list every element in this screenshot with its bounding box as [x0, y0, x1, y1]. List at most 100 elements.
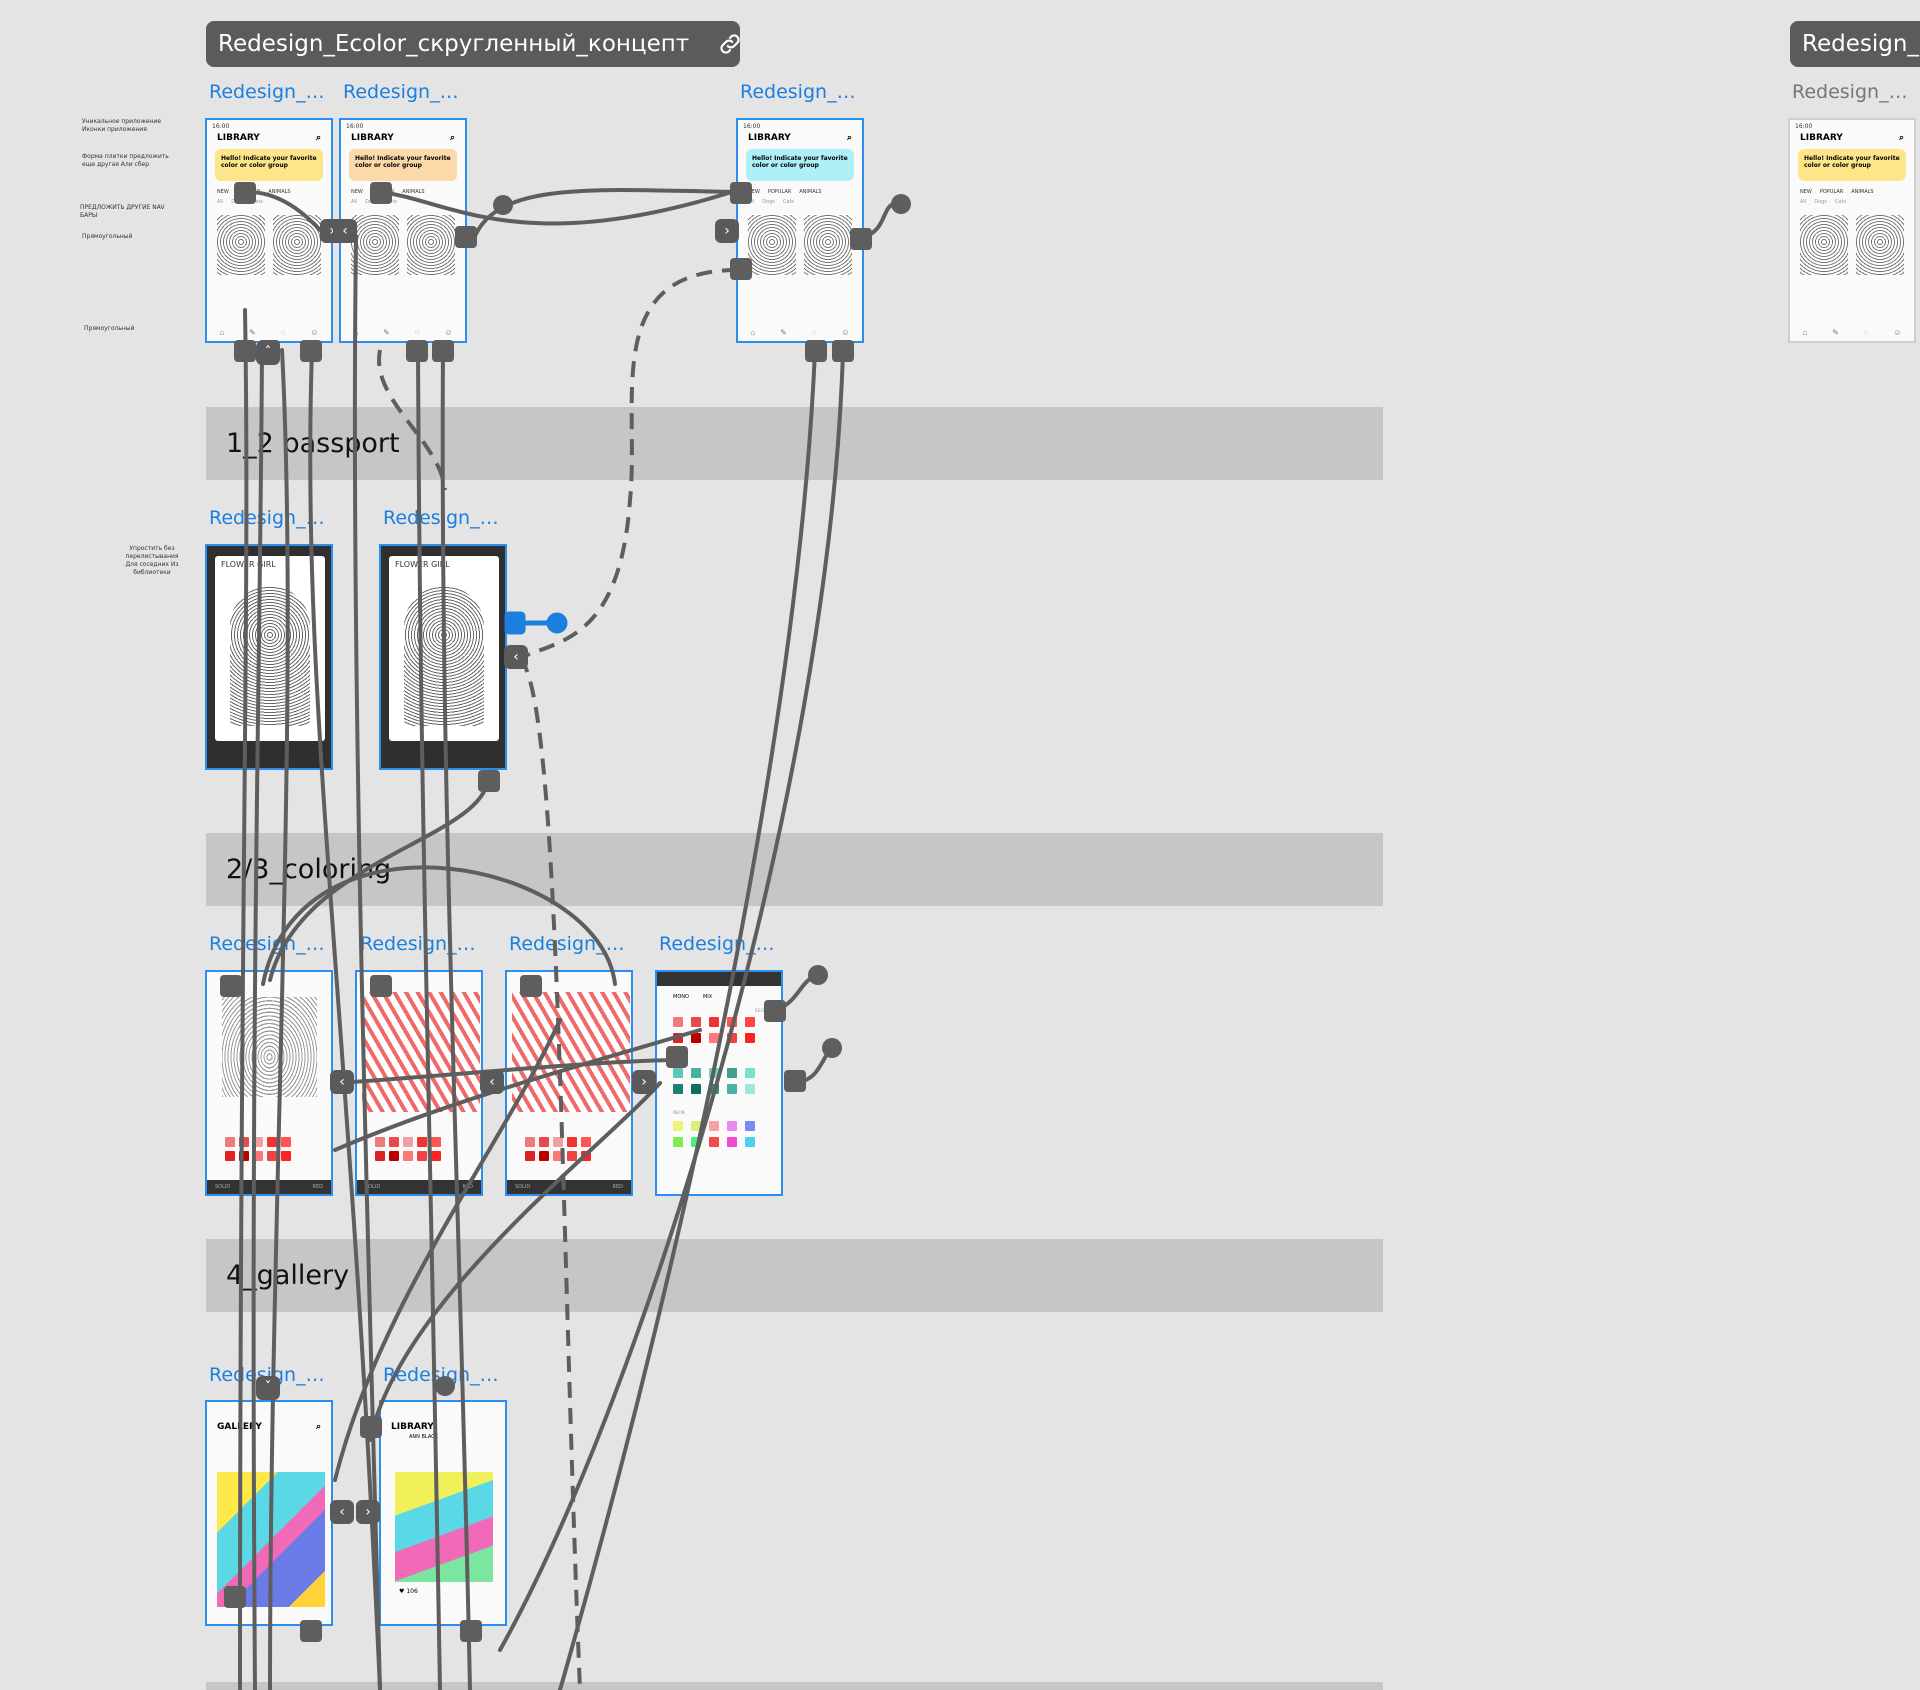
artboard-library-4[interactable]: 16:00 LIBRARY⌕ Hello! Indicate your favo… [1788, 118, 1916, 343]
search-icon: ⌕ [846, 133, 852, 143]
banner: Hello! Indicate your favorite color or c… [746, 149, 854, 181]
artboard-library-3[interactable]: 16:00 LIBRARY ⌕ Hello! Indicate your favo… [736, 118, 864, 343]
user-icon: ☺ [444, 328, 453, 337]
tab: NEW [1800, 189, 1812, 195]
neon-swatches [657, 1117, 781, 1151]
wire-handle [805, 340, 827, 362]
thumbs [341, 207, 465, 283]
bottom-nav: ⌂✎◌☺ [1790, 328, 1914, 337]
chevron-right-icon[interactable]: › [715, 219, 739, 243]
home-icon: ⌂ [750, 328, 756, 337]
search-icon: ⌕ [449, 133, 455, 143]
section-label: 4_gallery [226, 1260, 350, 1291]
chevron-left-icon[interactable]: ‹ [480, 1070, 504, 1094]
chevron-down-icon[interactable]: ˇ [256, 1376, 280, 1400]
artwork-drawing [362, 992, 480, 1112]
wire-handle [300, 340, 322, 362]
wire-handle [300, 1620, 322, 1642]
screen-header: LIBRARY⌕ [1790, 133, 1914, 143]
likes: 106 [406, 1588, 418, 1595]
brush-icon: ✎ [780, 328, 787, 337]
artwork-title: FLOWER GIRL [221, 560, 276, 569]
wire [243, 189, 332, 240]
tab: ANIMALS [1851, 189, 1874, 195]
search-icon: ⌕ [315, 133, 321, 143]
chevron-right-icon[interactable]: › [632, 1070, 656, 1094]
tab: ANIMALS [402, 189, 425, 195]
wire [333, 1058, 682, 1085]
group-label: RED [612, 1184, 623, 1190]
artwork-drawing [222, 997, 317, 1097]
bulb-icon: ◌ [1863, 328, 1869, 337]
link-icon[interactable] [717, 29, 740, 59]
flow-title: Redesign_E [1802, 31, 1920, 57]
author-name: ANN BLACK [409, 1434, 438, 1440]
wire [261, 865, 617, 986]
artwork-preview [395, 1472, 493, 1582]
chevron-left-icon[interactable]: ‹ [330, 1500, 354, 1524]
tab: ANIMALS [799, 189, 822, 195]
wire [268, 348, 290, 1690]
chevron-left-icon[interactable]: ‹ [504, 645, 528, 669]
mode-label: SOLID [365, 1184, 381, 1190]
thumbnail [804, 215, 852, 275]
wire-handle [666, 1046, 688, 1068]
status-time: 16:00 [743, 123, 761, 130]
section-label: 1_2 passport [226, 428, 400, 459]
screen-title: LIBRARY [391, 1422, 434, 1432]
wire-handle [784, 1070, 806, 1092]
banner: Hello! Indicate your favorite color or c… [1798, 149, 1906, 181]
wire-end [808, 965, 828, 985]
artwork-title: FLOWER GIRL [395, 560, 450, 569]
artboard-my-library[interactable]: LIBRARY ANN BLACK ♥ 106 [379, 1400, 507, 1626]
bottom-nav: ⌂✎◌☺ [207, 328, 331, 337]
wire-handle [224, 1586, 246, 1608]
bulb-icon: ◌ [811, 328, 817, 337]
wire [416, 348, 442, 1690]
flow-title-pill[interactable]: Redesign_Ecolor_скругленный_концепт [206, 21, 740, 67]
section-band-passport: 1_2 passport [206, 407, 1383, 480]
artboard-library-1[interactable]: 16:00 LIBRARY⌕ Hello! Indicate your favo… [205, 118, 333, 343]
user-icon: ☺ [841, 328, 850, 337]
wire [473, 188, 740, 238]
wire-handle [850, 228, 872, 250]
chevron-right-icon[interactable]: › [356, 1500, 380, 1524]
wire-handle [460, 1620, 482, 1642]
thumbnail [1800, 215, 1848, 275]
wire-handle [360, 1416, 382, 1438]
artboard-library-2[interactable]: 16:00 LIBRARY⌕ Hello! Indicate your favo… [339, 118, 467, 343]
thumbs [1790, 207, 1914, 283]
wire-handle [832, 340, 854, 362]
search-icon: ⌕ [315, 1422, 321, 1432]
chevron-left-icon[interactable]: ‹ [333, 219, 357, 243]
screen-title: LIBRARY [748, 133, 791, 143]
wire-handle [520, 975, 542, 997]
wire-handle [234, 182, 256, 204]
wire-dashed [519, 268, 739, 660]
wire [268, 778, 490, 982]
wire-dashed [377, 349, 447, 491]
screen-header: LIBRARY [381, 1402, 505, 1432]
mode-label: SOLID [515, 1184, 531, 1190]
like-count: ♥ 106 [399, 1588, 418, 1595]
chevron-up-icon[interactable]: ˆ [256, 341, 280, 365]
neon-label: NEON [673, 1110, 685, 1115]
status-time: 16:00 [1795, 123, 1813, 130]
chevron-left-icon[interactable]: ‹ [330, 1070, 354, 1094]
palette-topbar [657, 972, 781, 986]
selected-end [546, 612, 568, 634]
mode-mono: MONO [673, 994, 689, 1000]
tab: NEW [351, 189, 363, 195]
screen-title: LIBRARY [1800, 133, 1843, 143]
design-note: Уникальное приложение Иконки приложения [82, 118, 162, 133]
wire-handle [455, 226, 477, 248]
flow-title-pill[interactable]: Redesign_E [1790, 21, 1920, 67]
bulb-icon: ◌ [280, 328, 286, 337]
wire-handle [370, 975, 392, 997]
subtab: All [1800, 199, 1807, 205]
wire [440, 348, 472, 1690]
